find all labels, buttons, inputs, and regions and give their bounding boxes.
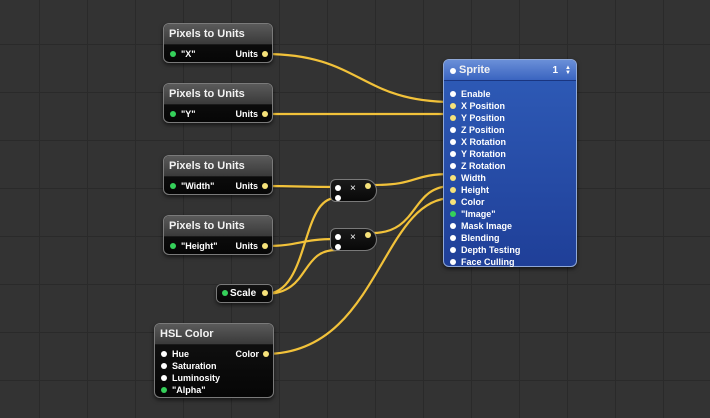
sprite-input-label: Face Culling: [461, 257, 515, 267]
sprite-input-port-0[interactable]: [450, 91, 456, 97]
luminosity-input-port[interactable]: [161, 375, 167, 381]
output-label: Units: [235, 49, 259, 59]
hue-input-port[interactable]: [161, 351, 167, 357]
sprite-input-port-5[interactable]: [450, 151, 456, 157]
pixels-to-units-node-width[interactable]: Pixels to Units "Width" Units: [163, 155, 273, 195]
luminosity-label: Luminosity: [172, 373, 221, 383]
input-port[interactable]: [170, 183, 176, 189]
input-label: "X": [181, 49, 196, 59]
stepper-icon[interactable]: ▲▼: [565, 65, 571, 75]
sprite-input-port-11[interactable]: [450, 223, 456, 229]
hue-label: Hue: [172, 349, 190, 359]
output-label: Units: [235, 181, 259, 191]
output-label: Units: [235, 241, 259, 251]
pixels-to-units-node-y[interactable]: Pixels to Units "Y" Units: [163, 83, 273, 123]
sprite-node[interactable]: Sprite 1 ▲▼ Enable X Position Y Position Z …: [443, 59, 577, 267]
sprite-input-port-2[interactable]: [450, 115, 456, 121]
sprite-title-dot: [450, 68, 456, 74]
input-port[interactable]: [170, 51, 176, 57]
multiply-symbol: ×: [350, 232, 356, 243]
node-title: Pixels to Units: [164, 84, 272, 105]
sprite-input-port-3[interactable]: [450, 127, 456, 133]
sprite-input-label: Y Position: [461, 113, 505, 123]
sprite-input-port-12[interactable]: [450, 235, 456, 241]
wire-height-to-mult2: [263, 237, 338, 248]
output-port[interactable]: [262, 111, 268, 117]
sprite-input-port-9[interactable]: [450, 199, 456, 205]
sprite-input-label: Width: [461, 173, 486, 183]
sprite-instance-count: 1: [552, 65, 558, 76]
input-port-b[interactable]: [335, 195, 341, 201]
sprite-input-label: Z Rotation: [461, 161, 506, 171]
pixels-to-units-node-height[interactable]: Pixels to Units "Height" Units: [163, 215, 273, 255]
wire-mult2-to-height: [370, 184, 454, 235]
sprite-input-label: X Rotation: [461, 137, 506, 147]
output-port[interactable]: [262, 290, 268, 296]
input-port-a[interactable]: [335, 234, 341, 240]
input-label: "Height": [181, 241, 218, 251]
sprite-input-label: Z Position: [461, 125, 505, 135]
sprite-input-label: Enable: [461, 89, 491, 99]
sprite-input-label: Blending: [461, 233, 500, 243]
sprite-input-label: Depth Testing: [461, 245, 521, 255]
multiply-node-height[interactable]: ×: [330, 228, 377, 251]
wire-x-to-xposition: [263, 52, 454, 104]
saturation-label: Saturation: [172, 361, 217, 371]
node-title: Pixels to Units: [164, 216, 272, 237]
wire-mult1-to-width: [370, 172, 454, 187]
sprite-input-port-6[interactable]: [450, 163, 456, 169]
wire-scale-to-mult1: [263, 196, 338, 296]
wire-scale-to-mult2: [263, 248, 338, 296]
output-port[interactable]: [262, 51, 268, 57]
scale-node[interactable]: Scale: [216, 284, 273, 303]
node-title: HSL Color: [155, 324, 273, 345]
scale-label: Scale: [230, 288, 257, 299]
sprite-input-label: Y Rotation: [461, 149, 506, 159]
input-label: "Width": [181, 181, 215, 191]
alpha-input-port[interactable]: [161, 387, 167, 393]
output-label: Units: [235, 109, 259, 119]
sprite-input-port-4[interactable]: [450, 139, 456, 145]
input-port-a[interactable]: [335, 185, 341, 191]
node-title: Pixels to Units: [164, 24, 272, 45]
output-port[interactable]: [365, 183, 371, 189]
input-port[interactable]: [222, 290, 228, 296]
multiply-node-width[interactable]: ×: [330, 179, 377, 202]
alpha-label: "Alpha": [172, 385, 206, 395]
multiply-symbol: ×: [350, 183, 356, 194]
saturation-input-port[interactable]: [161, 363, 167, 369]
output-port[interactable]: [262, 183, 268, 189]
sprite-input-label: Height: [461, 185, 489, 195]
pixels-to-units-node-x[interactable]: Pixels to Units "X" Units: [163, 23, 273, 63]
sprite-input-label: X Position: [461, 101, 506, 111]
output-port[interactable]: [365, 232, 371, 238]
sprite-input-port-7[interactable]: [450, 175, 456, 181]
input-port-b[interactable]: [335, 244, 341, 250]
sprite-input-port-14[interactable]: [450, 259, 456, 265]
color-output-label: Color: [235, 349, 260, 359]
wire-width-to-mult1: [263, 184, 338, 189]
hsl-color-node[interactable]: HSL Color Hue Saturation Luminosity "Alp…: [154, 323, 274, 398]
sprite-input-label: "Image": [461, 209, 496, 219]
wire-hsl-to-color: [263, 196, 454, 356]
sprite-input-label: Mask Image: [461, 221, 513, 231]
node-title: Pixels to Units: [164, 156, 272, 177]
sprite-input-port-10[interactable]: [450, 211, 456, 217]
sprite-input-port-13[interactable]: [450, 247, 456, 253]
color-output-port[interactable]: [263, 351, 269, 357]
input-port[interactable]: [170, 243, 176, 249]
node-title: Sprite: [444, 60, 576, 81]
sprite-input-label: Color: [461, 197, 485, 207]
sprite-input-port-8[interactable]: [450, 187, 456, 193]
output-port[interactable]: [262, 243, 268, 249]
sprite-title-label: Sprite: [459, 64, 491, 76]
sprite-input-port-1[interactable]: [450, 103, 456, 109]
input-port[interactable]: [170, 111, 176, 117]
input-label: "Y": [181, 109, 196, 119]
